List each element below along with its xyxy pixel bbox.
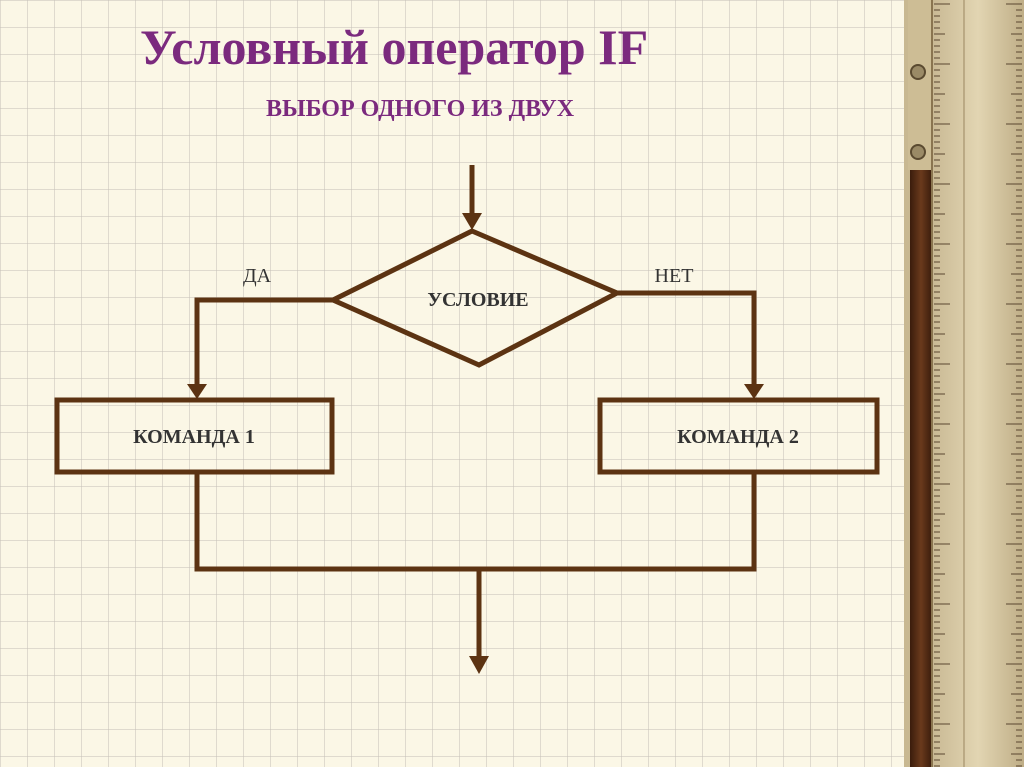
entry-arrowhead <box>462 213 482 230</box>
yes-label: ДА <box>243 265 272 287</box>
command2-label: КОМАНДА 2 <box>677 426 799 448</box>
condition-diamond <box>327 228 623 368</box>
slide-title: Условный оператор IF <box>140 19 649 75</box>
no-label: НЕТ <box>655 265 694 287</box>
condition-label: УСЛОВИЕ <box>427 289 528 311</box>
ruler-decoration <box>904 0 1024 767</box>
merge-line <box>194 472 757 572</box>
yes-arrowhead <box>187 384 207 399</box>
command2-box <box>597 397 880 475</box>
slide-subtitle: ВЫБОР ОДНОГО ИЗ ДВУХ <box>266 96 575 122</box>
no-branch-line <box>617 290 757 387</box>
exit-arrowhead <box>469 656 489 674</box>
yes-branch-line <box>194 297 333 387</box>
command1-label: КОМАНДА 1 <box>133 426 255 448</box>
no-arrowhead <box>744 384 764 399</box>
